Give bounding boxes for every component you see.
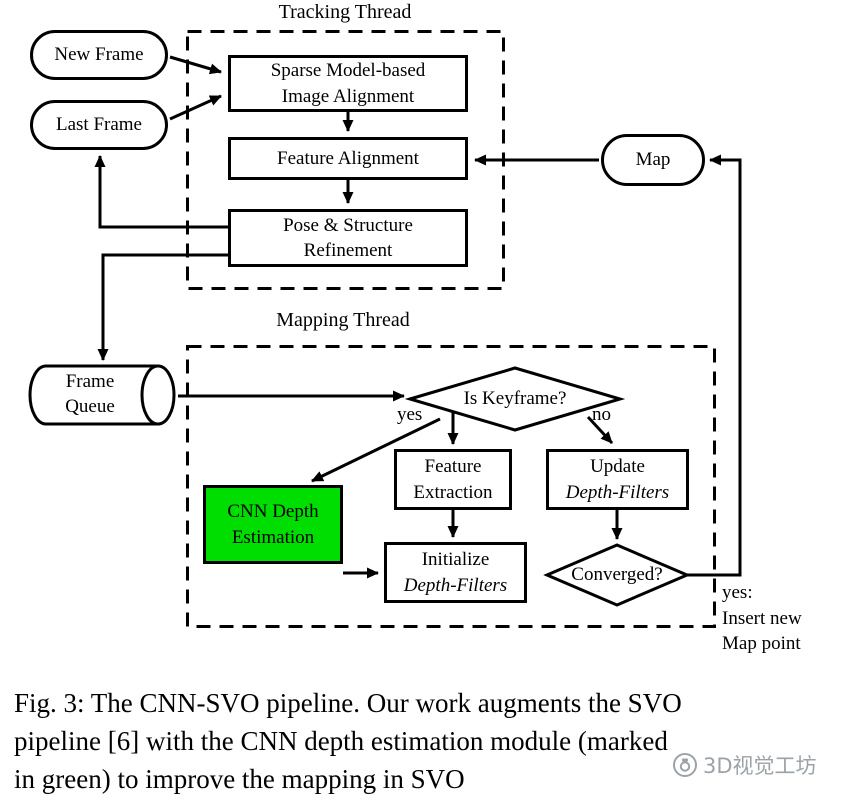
caption-line: in green) to improve the mapping in SVO [14, 764, 465, 794]
sparse-image-alignment-label-line1: Sparse Model-based [270, 60, 426, 82]
flow-arrows [94, 55, 742, 579]
initialize-depth-filters-node: Initialize Depth-Filters [384, 542, 527, 603]
arrow-pose-to-framequeue [97, 253, 228, 361]
is-keyframe-label: Is Keyframe? [463, 387, 567, 409]
figure-caption: Fig. 3: The CNN-SVO pipeline. Our work a… [14, 684, 842, 798]
converged-yes-label-line2: Insert new [722, 607, 802, 629]
keyframe-no-label: no [592, 404, 611, 425]
caption-line: Fig. 3: The CNN-SVO pipeline. Our work a… [14, 688, 682, 718]
feature-extraction-node: Feature Extraction [394, 449, 512, 510]
keyframe-yes-label: yes [397, 404, 423, 425]
map-label: Map [635, 149, 671, 171]
cnn-depth-estimation-label-line2: Estimation [231, 526, 315, 548]
arrow-iskeyframe-to-cnn [311, 417, 441, 483]
feature-extraction-label-line2: Extraction [413, 481, 493, 503]
pose-structure-refinement-node: Pose & Structure Refinement [228, 209, 468, 267]
arrow-pose-to-lastframe [94, 155, 228, 229]
update-depth-filters-label-line1: Update [590, 456, 645, 478]
initialize-depth-filters-label-line1: Initialize [421, 549, 490, 571]
converged-yes-label-line3: Map point [722, 633, 801, 655]
frame-queue-shape [28, 364, 176, 426]
is-keyframe-diamond [404, 366, 626, 432]
caption-line: pipeline [6] with the CNN depth estimati… [14, 726, 668, 756]
arrow-iskeyframe-to-update [586, 415, 614, 445]
pose-refinement-label-line2: Refinement [303, 240, 393, 261]
converged-label: Converged? [571, 563, 663, 585]
mapping-thread-label: Mapping Thread [276, 309, 410, 331]
tracking-thread-label: Tracking Thread [278, 1, 412, 23]
watermark-logo-icon [673, 753, 697, 777]
update-depth-filters-node: Update Depth-Filters [546, 449, 689, 510]
arrow-converged-to-map [687, 154, 742, 577]
feature-alignment-label: Feature Alignment [277, 147, 419, 169]
watermark-text: 3D视觉工坊 [703, 754, 817, 778]
pose-refinement-label-line1: Pose & Structure [283, 214, 413, 236]
map-node: Map [601, 134, 705, 186]
arrow-lastframe-to-alignment [169, 94, 222, 121]
is-keyframe-decision: Is Keyframe? [425, 385, 605, 413]
sparse-image-alignment-label-line2: Image Alignment [281, 85, 415, 107]
frame-queue-label-line1: Frame [65, 371, 115, 393]
initialize-depth-filters-label-line2: Depth-Filters [403, 574, 508, 596]
new-frame-node: New Frame [30, 30, 168, 80]
mapping-thread-box [186, 345, 716, 628]
converged-diamond [543, 543, 691, 607]
feature-extraction-label-line1: Feature [424, 456, 482, 478]
converged-yes-label-line1: yes: [722, 582, 753, 603]
converged-yes-label: yes: Insert new Map point [722, 580, 802, 657]
cnn-depth-estimation-label-line1: CNN Depth [227, 501, 319, 523]
new-frame-label: New Frame [54, 44, 144, 66]
feature-alignment-node: Feature Alignment [228, 137, 468, 180]
last-frame-label: Last Frame [55, 114, 142, 136]
cnn-depth-estimation-node: CNN Depth Estimation [203, 485, 343, 564]
frame-queue-label-line2: Queue [65, 396, 115, 417]
frame-queue-node: Frame Queue [36, 367, 144, 423]
last-frame-node: Last Frame [30, 100, 168, 150]
update-depth-filters-label-line2: Depth-Filters [565, 481, 670, 503]
converged-decision: Converged? [547, 561, 687, 589]
watermark: 3D视觉工坊 [672, 750, 817, 780]
sparse-image-alignment-node: Sparse Model-based Image Alignment [228, 55, 468, 112]
arrow-newframe-to-alignment [169, 55, 222, 75]
